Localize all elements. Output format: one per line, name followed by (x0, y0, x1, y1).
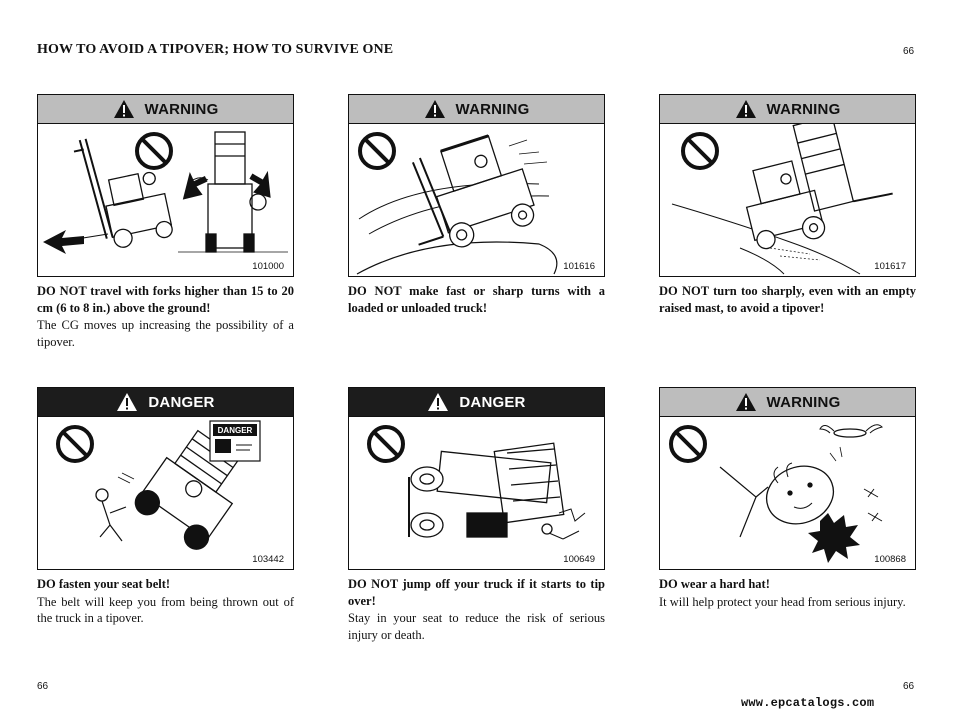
safety-card-1: WARNING (37, 94, 294, 350)
figure-number: 103442 (251, 554, 285, 565)
prohibition-circle-icon (367, 425, 405, 463)
caption-headline: DO NOT jump off your truck if it starts … (348, 577, 605, 608)
figure-number: 100649 (562, 554, 596, 565)
figure-number: 101000 (251, 261, 285, 272)
warning-triangle-icon (735, 100, 756, 118)
signal-header: DANGER (38, 388, 293, 417)
warning-panel: WARNING (37, 94, 294, 277)
page-number-bottom-right: 66 (903, 681, 915, 692)
page-title: HOW TO AVOID A TIPOVER; HOW TO SURVIVE O… (37, 42, 394, 57)
danger-panel: DANGER 100649 (348, 387, 605, 570)
decal-text: DANGER (218, 426, 253, 435)
warning-panel: WARNING 100868 (659, 387, 916, 570)
caption-headline: DO wear a hard hat! (659, 577, 770, 591)
illustration-high-forks (43, 131, 288, 254)
safety-card-5: DANGER 100649 DO NOT jump off your truck… (348, 387, 605, 643)
safety-card-3: WARNING 101617 DO NOT turn too sharply, … (659, 94, 916, 316)
signal-header: WARNING (349, 95, 604, 124)
page-number-bottom-left: 66 (37, 681, 49, 692)
caption-body: The CG moves up increasing the possibili… (37, 318, 294, 349)
warning-triangle-icon (735, 393, 756, 411)
warning-triangle-icon (424, 100, 445, 118)
signal-word: WARNING (144, 100, 219, 118)
caption-headline: DO NOT travel with forks higher than 15 … (37, 284, 294, 315)
signal-header: DANGER (349, 388, 604, 417)
illustration-seat-belt: DANGER (56, 420, 261, 550)
caption-headline: DO NOT make fast or sharp turns with a l… (348, 284, 605, 315)
signal-header: WARNING (38, 95, 293, 124)
caption-headline: DO fasten your seat belt! (37, 577, 171, 591)
prohibition-circle-icon (681, 132, 719, 170)
signal-word: WARNING (455, 100, 530, 118)
figure-number: 101617 (873, 261, 907, 272)
caption-headline: DO NOT turn too sharply, even with an em… (659, 284, 916, 315)
safety-card-6: WARNING 100868 DO wear a hard hat! It wi… (659, 387, 916, 610)
warning-triangle-icon (113, 100, 134, 118)
safety-card-2: WARNING 101616 DO NOT m (348, 94, 605, 316)
page-number-top: 66 (903, 46, 915, 57)
signal-word: WARNING (766, 393, 841, 411)
signal-header: WARNING (660, 95, 915, 124)
illustration-raised-mast-turn (671, 124, 893, 275)
prohibition-circle-icon (56, 425, 94, 463)
figure-number: 100868 (873, 554, 907, 565)
illustration-do-not-jump (367, 425, 586, 540)
danger-decal: DANGER (209, 420, 261, 462)
prohibition-circle-icon (358, 132, 396, 170)
warning-triangle-icon (428, 393, 449, 411)
prohibition-circle-icon (669, 425, 707, 463)
caption-body: It will help protect your head from seri… (659, 594, 906, 609)
warning-panel: WARNING 101616 (348, 94, 605, 277)
caption-body: Stay in your seat to reduce the risk of … (348, 611, 605, 642)
safety-card-4: DANGER DANGER 103442 (37, 387, 294, 627)
signal-word: DANGER (148, 393, 215, 411)
illustration-hard-hat (669, 424, 883, 563)
prohibition-circle-icon (135, 132, 173, 170)
caption-body: The belt will keep you from being thrown… (37, 594, 294, 626)
warning-triangle-icon (117, 393, 138, 411)
figure-number: 101616 (562, 261, 596, 272)
illustration-sharp-turn (356, 132, 558, 275)
danger-panel: DANGER DANGER 103442 (37, 387, 294, 570)
signal-word: WARNING (766, 100, 841, 118)
watermark-url[interactable]: www.epcatalogs.com (741, 696, 875, 710)
signal-header: WARNING (660, 388, 915, 417)
signal-word: DANGER (459, 393, 526, 411)
warning-panel: WARNING 101617 (659, 94, 916, 277)
